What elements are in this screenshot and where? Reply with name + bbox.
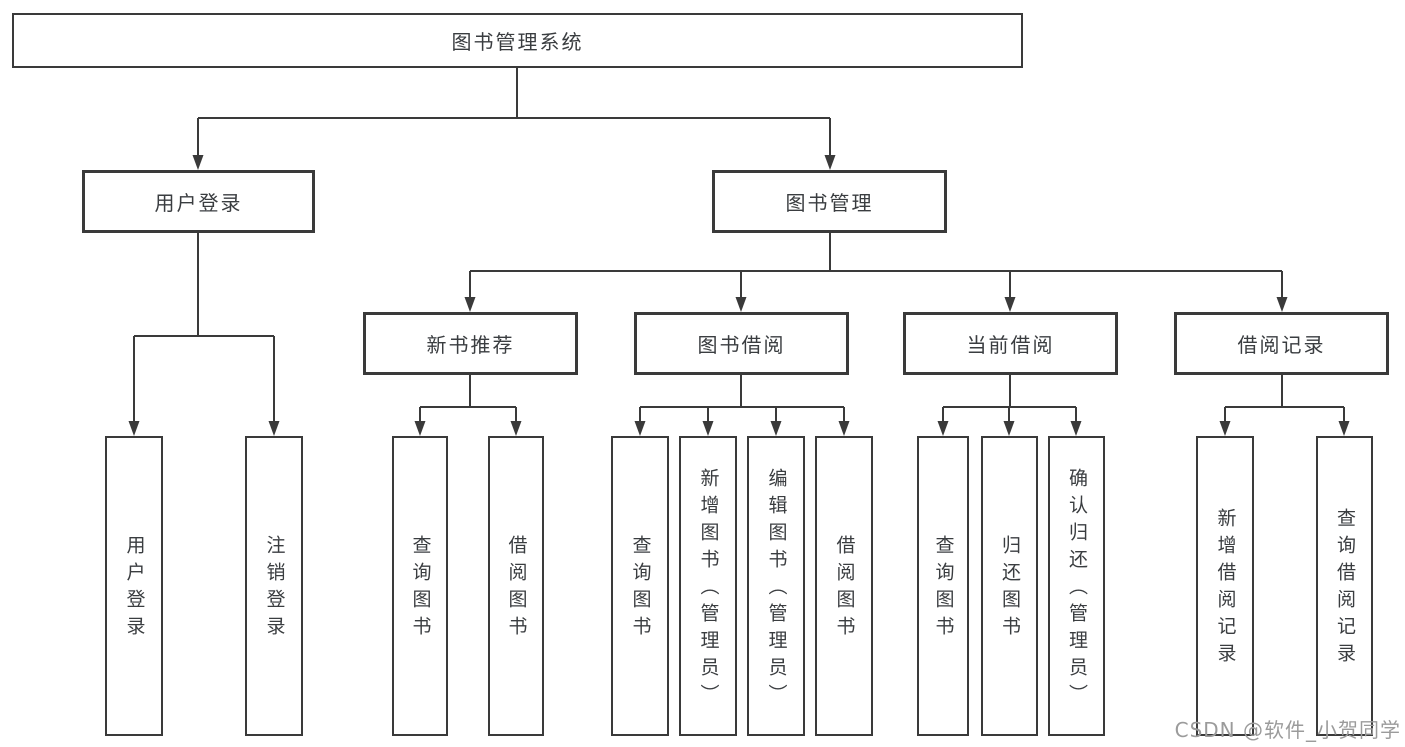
connector-current-borrow-children bbox=[937, 375, 1082, 436]
leaf-edit-books-admin: 编辑图书（管理员） bbox=[747, 436, 805, 736]
connector-user-login-children bbox=[128, 233, 280, 436]
leaf-query-books: 查询图书 bbox=[392, 436, 448, 736]
leaf-add-books-admin: 新增图书（管理员） bbox=[679, 436, 737, 736]
node-user-login-branch: 用户登录 bbox=[82, 170, 315, 233]
leaf-confirm-return-admin: 确认归还（管理员） bbox=[1048, 436, 1105, 736]
connector-book-borrow-children bbox=[634, 375, 850, 436]
node-library-management-system: 图书管理系统 bbox=[12, 13, 1023, 68]
leaf-query-books-2: 查询图书 bbox=[611, 436, 669, 736]
leaf-add-borrow-record: 新增借阅记录 bbox=[1196, 436, 1254, 736]
connector-borrow-records-children bbox=[1219, 375, 1350, 436]
connector-new-book-children bbox=[414, 375, 522, 436]
leaf-borrow-books-2: 借阅图书 bbox=[815, 436, 873, 736]
node-new-book-recommend: 新书推荐 bbox=[363, 312, 578, 375]
node-borrowing-records: 借阅记录 bbox=[1174, 312, 1389, 375]
node-current-borrowing: 当前借阅 bbox=[903, 312, 1118, 375]
csdn-watermark: CSDN @软件_小贺同学 bbox=[1174, 718, 1401, 742]
leaf-user-login: 用户登录 bbox=[105, 436, 163, 736]
leaf-borrow-books: 借阅图书 bbox=[488, 436, 544, 736]
leaf-query-borrow-record: 查询借阅记录 bbox=[1316, 436, 1373, 736]
leaf-query-books-3: 查询图书 bbox=[917, 436, 969, 736]
node-book-borrowing: 图书借阅 bbox=[634, 312, 849, 375]
connector-root-to-level2 bbox=[192, 68, 836, 170]
node-book-management-branch: 图书管理 bbox=[712, 170, 947, 233]
connector-book-mgmt-children bbox=[464, 233, 1288, 312]
leaf-return-books: 归还图书 bbox=[981, 436, 1038, 736]
leaf-logout: 注销登录 bbox=[245, 436, 303, 736]
